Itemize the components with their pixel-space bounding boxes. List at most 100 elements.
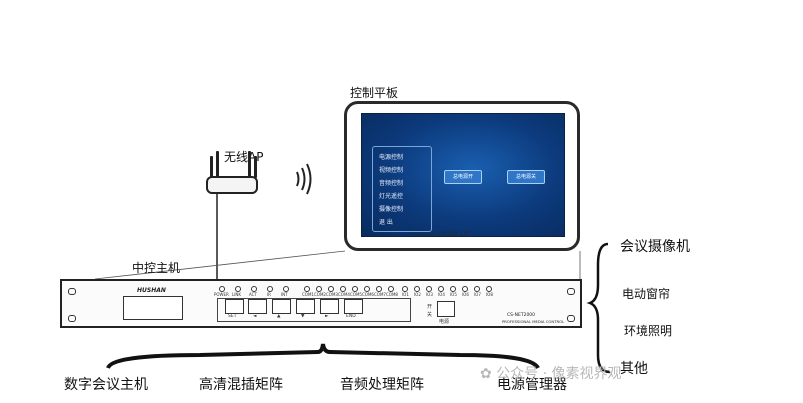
rack-hole bbox=[567, 288, 575, 295]
watermark-text: 公众号 · 像素视界观 bbox=[496, 366, 622, 382]
led bbox=[251, 286, 257, 292]
key-up[interactable] bbox=[272, 299, 291, 314]
led bbox=[376, 286, 382, 292]
tablet-screen: 电源控制 视频控制 音频控制 灯光遥控 摄像控制 退 出 总电源开 总电源关 bbox=[361, 113, 565, 237]
master-power-on-button[interactable]: 总电源开 bbox=[444, 170, 482, 184]
indicator-label: COM3 bbox=[326, 292, 338, 297]
label-others: 其他 bbox=[620, 361, 648, 377]
controller-model: CS-NET2000 bbox=[507, 313, 536, 318]
indicator-label: COM6 bbox=[362, 292, 374, 297]
key-right[interactable] bbox=[320, 299, 339, 314]
controller-subtitle: PROFESSIONAL MEDIA CONTROL bbox=[502, 319, 565, 324]
power-off-label: 关 bbox=[427, 312, 433, 318]
bracket-line-left bbox=[94, 250, 346, 280]
indicator-label: COM5 bbox=[350, 292, 362, 297]
key-label: END bbox=[346, 314, 356, 319]
menu-item-video[interactable]: 视频控制 bbox=[379, 167, 404, 174]
key-down[interactable] bbox=[296, 299, 315, 314]
indicator-label: IO4 bbox=[438, 292, 445, 297]
wifi-wave-3 bbox=[306, 163, 312, 195]
indicator-label: IR bbox=[267, 292, 271, 297]
indicator-label: IO6 bbox=[462, 292, 469, 297]
key-label: ▼ bbox=[301, 314, 305, 319]
led bbox=[304, 286, 310, 292]
indicator-label: COM8 bbox=[386, 292, 398, 297]
indicator-label: COM2 bbox=[314, 292, 326, 297]
label-power-manager: 电源管理器 bbox=[497, 377, 567, 393]
indicator-label: ACT bbox=[249, 292, 257, 297]
led bbox=[328, 286, 334, 292]
indicator-label: IO2 bbox=[414, 292, 421, 297]
led bbox=[450, 286, 456, 292]
tablet-menu: 电源控制 视频控制 音频控制 灯光遥控 摄像控制 退 出 bbox=[372, 146, 432, 232]
label-audio-processing-matrix: 音频处理矩阵 bbox=[340, 377, 424, 393]
menu-item-audio[interactable]: 音频控制 bbox=[379, 180, 404, 187]
ap-label: 无线AP bbox=[224, 150, 264, 164]
label-ambient-lighting: 环境照明 bbox=[624, 324, 673, 338]
bottom-brace bbox=[106, 343, 540, 370]
label-hd-hybrid-matrix: 高清混插矩阵 bbox=[199, 377, 283, 393]
ap-antenna-2 bbox=[216, 151, 219, 178]
led bbox=[267, 286, 273, 292]
menu-item-light[interactable]: 灯光遥控 bbox=[379, 193, 404, 200]
led bbox=[316, 286, 322, 292]
led bbox=[364, 286, 370, 292]
controller-lcd bbox=[123, 296, 183, 320]
indicator-label: IO7 bbox=[474, 292, 481, 297]
indicator-label: IO1 bbox=[402, 292, 409, 297]
label-digital-conference-host: 数字会议主机 bbox=[64, 377, 148, 393]
wifi-wave-2 bbox=[301, 167, 306, 191]
indicator-label: IO8 bbox=[486, 292, 493, 297]
indicator-label: COM4 bbox=[338, 292, 350, 297]
indicator-label: COM1 bbox=[302, 292, 314, 297]
wechat-icon: ✿ bbox=[480, 366, 497, 382]
key-label: ◄ bbox=[253, 314, 257, 319]
key-label: SET bbox=[228, 314, 237, 319]
rack-hole bbox=[68, 288, 76, 295]
indicator-label: POWER bbox=[214, 292, 229, 297]
indicator-label: IO5 bbox=[450, 292, 457, 297]
led bbox=[462, 286, 468, 292]
menu-item-camera[interactable]: 摄像控制 bbox=[379, 206, 404, 213]
key-label: ▲ bbox=[277, 314, 281, 319]
wifi-wave-1 bbox=[296, 171, 300, 187]
indicator-label: IO3 bbox=[426, 292, 433, 297]
rack-hole bbox=[567, 315, 575, 322]
led bbox=[235, 286, 241, 292]
central-controller: HUSHAN POWER LINK ACT IR INT COM1 COM2 C… bbox=[60, 279, 582, 328]
key-set[interactable] bbox=[225, 299, 244, 314]
indicator-label: LINK bbox=[232, 292, 242, 297]
indicator-label: COM7 bbox=[374, 292, 386, 297]
right-brace bbox=[586, 242, 611, 374]
ap-antenna-4 bbox=[254, 156, 257, 178]
led bbox=[438, 286, 444, 292]
ap-antenna-1 bbox=[210, 156, 213, 178]
label-electric-curtain: 电动窗帘 bbox=[622, 287, 671, 301]
led bbox=[474, 286, 480, 292]
control-tablet: 电源控制 视频控制 音频控制 灯光遥控 摄像控制 退 出 总电源开 总电源关 H… bbox=[344, 101, 580, 251]
ap-antenna-3 bbox=[248, 151, 251, 178]
key-left[interactable] bbox=[248, 299, 267, 314]
label-conference-camera: 会议摄像机 bbox=[620, 239, 690, 255]
controller-brand: HUSHAN bbox=[137, 287, 166, 294]
menu-item-power[interactable]: 电源控制 bbox=[379, 154, 404, 161]
led bbox=[402, 286, 408, 292]
controller-label: 中控主机 bbox=[132, 261, 181, 275]
watermark: ✿ 公众号 · 像素视界观 bbox=[480, 363, 622, 383]
key-end[interactable] bbox=[344, 299, 363, 314]
key-label: ► bbox=[325, 314, 329, 319]
wireless-ap-device bbox=[206, 176, 258, 194]
led bbox=[219, 286, 225, 292]
led bbox=[486, 286, 492, 292]
tablet-label: 控制平板 bbox=[350, 86, 399, 100]
led bbox=[340, 286, 346, 292]
led bbox=[283, 286, 289, 292]
menu-item-exit[interactable]: 退 出 bbox=[379, 219, 393, 226]
indicator-label: INT bbox=[281, 292, 288, 297]
led bbox=[426, 286, 432, 292]
power-switch[interactable] bbox=[437, 301, 455, 317]
master-power-off-button[interactable]: 总电源关 bbox=[507, 170, 545, 184]
led bbox=[352, 286, 358, 292]
